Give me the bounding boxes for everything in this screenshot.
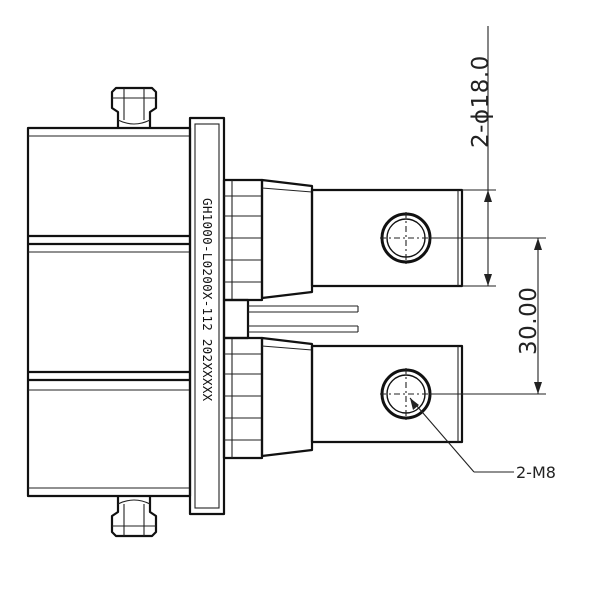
top-mounting-lug	[110, 86, 158, 128]
thread-callout-label: 2-M8	[516, 463, 556, 482]
center-pins	[222, 298, 359, 340]
thread-callout-leader	[409, 397, 514, 473]
upper-terminal	[222, 178, 464, 302]
lower-terminal	[222, 336, 464, 460]
part-marking-text: GH1000-L0200X-112 202XXXXX	[200, 198, 215, 402]
lower-hole	[380, 368, 432, 420]
dimension-hole-pitch	[430, 237, 546, 395]
upper-hole	[380, 212, 432, 264]
dimension-label-pitch: 30.00	[516, 287, 542, 355]
connector-housing	[26, 126, 192, 498]
bottom-mounting-lug	[110, 496, 158, 538]
dimension-label-diameter: 2-ϕ18.0	[468, 55, 494, 148]
dimension-hole-diameter	[462, 26, 496, 287]
